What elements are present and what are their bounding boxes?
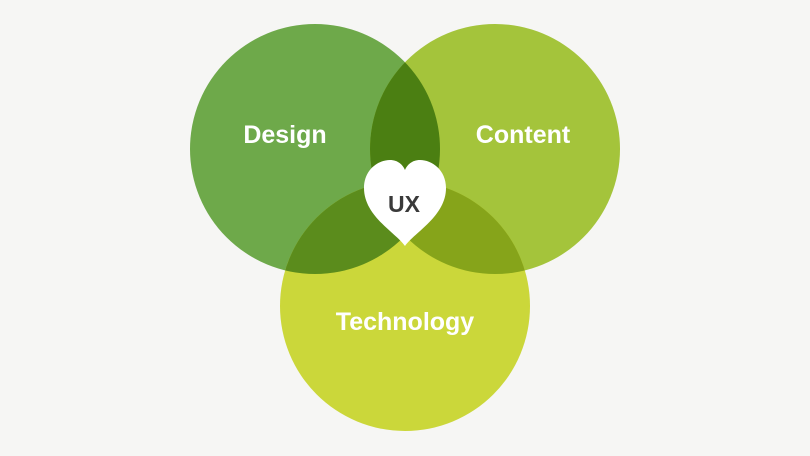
- design-label: Design: [243, 121, 326, 149]
- design-technology-overlap: [280, 181, 440, 274]
- technology-label: Technology: [336, 308, 475, 336]
- content-technology-overlap: [370, 181, 530, 274]
- ux-label: UX: [388, 191, 421, 217]
- content-label: Content: [476, 121, 571, 149]
- heart-icon: [364, 160, 446, 246]
